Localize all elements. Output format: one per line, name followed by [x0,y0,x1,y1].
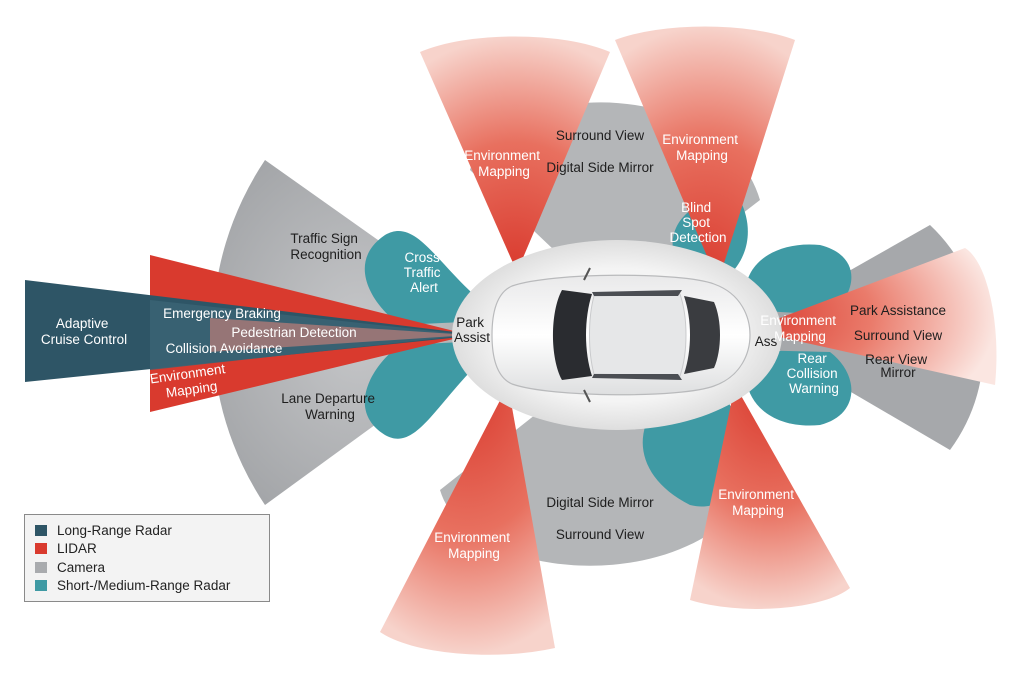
legend-swatch [35,543,47,555]
legend-swatch [35,524,47,536]
label-lane-departure-warning: Lane Departure Warning [281,391,379,422]
car-roof [589,293,687,377]
car-side-window-bottom [592,374,682,380]
radar-rear-lower [745,350,852,426]
label-pedestrian-detection: Pedestrian Detection [231,325,356,340]
lidar-bottom-left-cone [380,385,555,655]
label-surround-view-rear: Surround View [854,328,943,343]
car [491,267,751,403]
label-park-assistance: Park Assistance [850,303,946,318]
label-environment-mapping-bottom-left: Environment Mapping [434,530,514,561]
label-traffic-sign-recognition: Traffic Sign Recognition [290,231,361,262]
label-blind-spot-detection: Blind Spot Detection [669,200,726,245]
label-cross-traffic-alert: Cross Traffic Alert [404,250,445,295]
label-environment-mapping-top-left: Environment Mapping [464,148,544,179]
car-windshield [553,290,592,380]
car-side-window-top [592,290,682,296]
legend-label: LIDAR [57,541,97,557]
label-environment-mapping-rear: Environment Mapping [760,313,840,344]
radar-rear-upper [745,244,852,315]
car-mirror-top [583,267,591,281]
front-mid-beam [210,318,470,352]
label-rear-park-assist-fragment: Ass [755,334,778,349]
car-mirror-bottom [583,389,591,403]
label-environment-mapping-bottom-right: Environment Mapping [718,487,798,518]
label-park-assist: Park Assist [454,315,490,345]
label-digital-side-mirror-bottom: Digital Side Mirror [546,495,654,510]
label-environment-mapping-top-right: Environment Mapping [662,132,742,163]
car-rear-window [684,296,720,374]
lidar-rear-cone [748,248,997,385]
label-surround-view-top: Surround View [556,128,645,143]
lidar-top-right-cone [615,26,795,282]
label-emergency-braking: Emergency Braking [163,306,281,321]
legend-swatch [35,561,47,573]
label-digital-side-mirror-top: Digital Side Mirror [546,160,654,175]
legend-label: Long-Range Radar [57,522,172,538]
label-adaptive-cruise-control: Adaptive Cruise Control [41,316,127,347]
legend-swatch [35,580,47,592]
legend: Long-Range Radar LIDAR Camera Short-/Med… [24,514,270,602]
legend-label: Short-/Medium-Range Radar [57,578,231,594]
lidar-top-left-cone [420,36,610,272]
lidar-bottom-right-cone [690,385,850,609]
legend-item-camera: Camera [35,558,259,577]
label-collision-avoidance: Collision Avoidance [166,341,283,356]
label-rear-view-mirror: Rear View Mirror [865,352,931,380]
legend-item-long-range-radar: Long-Range Radar [35,521,259,540]
label-surround-view-bottom: Surround View [556,527,645,542]
legend-label: Camera [57,559,106,575]
legend-item-lidar: LIDAR [35,540,259,559]
legend-item-short-medium-range-radar: Short-/Medium-Range Radar [35,577,259,596]
label-rear-collision-warning: Rear Collision Warning [787,351,842,396]
